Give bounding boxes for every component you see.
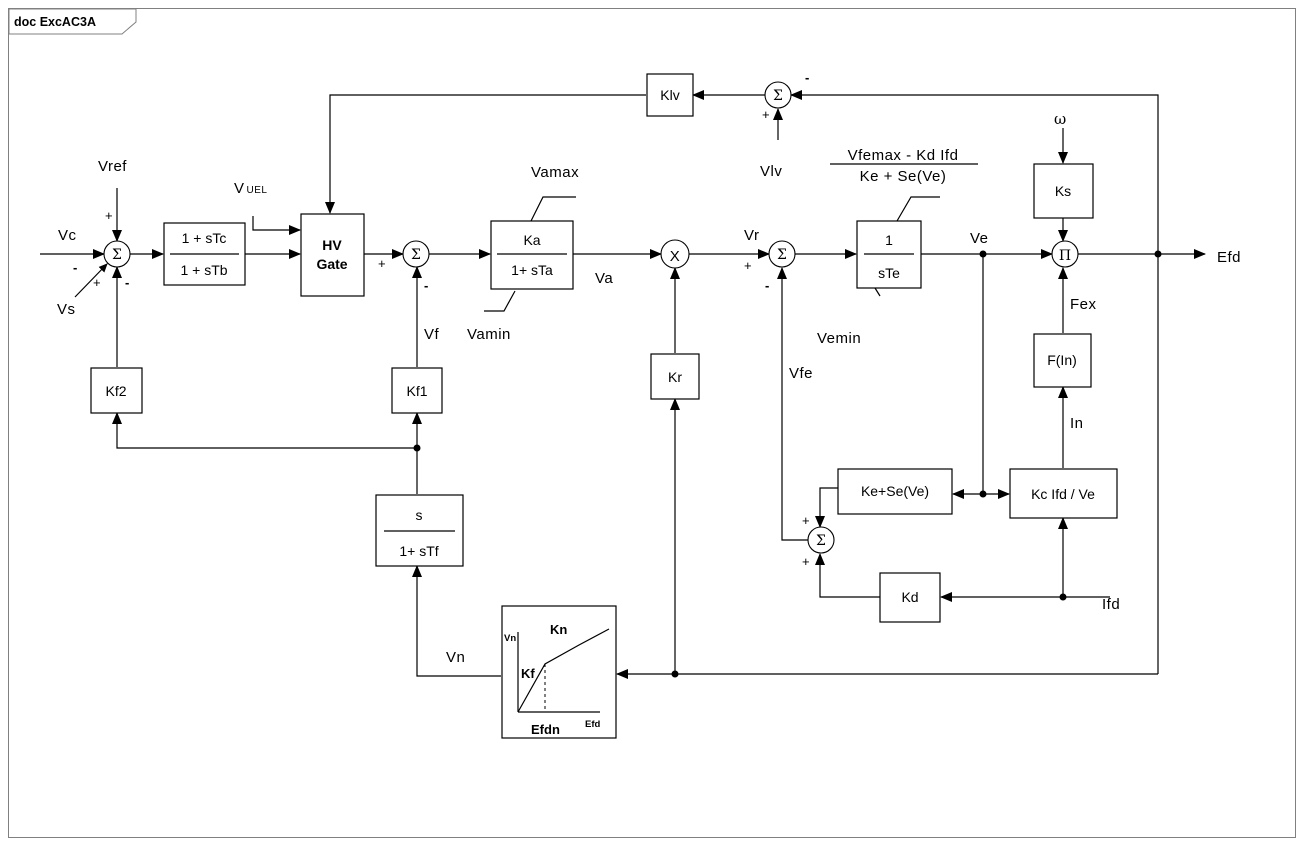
omega-label: ω xyxy=(1054,110,1067,128)
vamax-label: Vamax xyxy=(531,164,579,181)
svg-text:1 + sTb: 1 + sTb xyxy=(180,262,227,278)
svg-text:1: 1 xyxy=(885,232,893,248)
svg-text:HV: HV xyxy=(322,237,342,253)
sum-junction-4: Σ xyxy=(807,526,835,554)
vr-label: Vr xyxy=(744,227,759,244)
svg-text:Σ: Σ xyxy=(816,533,826,549)
signal-wires xyxy=(40,90,1206,679)
va-label: Va xyxy=(595,270,613,287)
fin-block: F(In) xyxy=(1033,333,1092,388)
sum-junction-2: Σ xyxy=(402,240,430,268)
sum-junction-3: Σ xyxy=(768,240,796,268)
nl-kf-label: Kf xyxy=(521,666,535,681)
ifd-label: Ifd xyxy=(1102,596,1120,613)
vemin-label: Vemin xyxy=(817,330,861,347)
svg-text:-: - xyxy=(765,278,769,293)
efd-label: Efd xyxy=(1217,249,1241,266)
vfe-label: Vfe xyxy=(789,365,813,382)
multiplier-junction: X xyxy=(660,239,690,269)
diagram-frame xyxy=(8,8,1296,838)
svg-text:Kr: Kr xyxy=(668,369,682,385)
derivative-block: s 1+ sTf xyxy=(375,494,464,567)
kf2-block: Kf2 xyxy=(90,367,143,414)
svg-text:-: - xyxy=(805,70,809,85)
vfemax-den-label: Ke + Se(Ve) xyxy=(860,168,947,185)
svg-text:Kf1: Kf1 xyxy=(406,383,427,399)
nl-kn-label: Kn xyxy=(550,622,567,637)
svg-text:1+ sTa: 1+ sTa xyxy=(511,262,553,278)
nl-efd-label: Efd xyxy=(585,719,601,730)
svg-text:Σ: Σ xyxy=(411,247,421,263)
svg-text:+: + xyxy=(744,258,752,273)
kc-block: Kc Ifd / Ve xyxy=(1009,468,1118,519)
amplifier-block: Ka 1+ sTa xyxy=(490,220,574,290)
vamin-label: Vamin xyxy=(467,326,511,343)
svg-text:Ke+Se(Ve): Ke+Se(Ve) xyxy=(861,483,929,499)
svg-text:Ka: Ka xyxy=(523,232,540,248)
svg-text:sTe: sTe xyxy=(878,265,900,281)
klv-block: Klv xyxy=(646,73,694,117)
svg-text:+: + xyxy=(378,256,386,271)
kr-block: Kr xyxy=(650,353,700,400)
svg-text:+: + xyxy=(802,554,810,569)
svg-text:Π: Π xyxy=(1059,248,1071,264)
frame-title-tab: doc ExcAC3A xyxy=(8,8,137,35)
kf1-block: Kf1 xyxy=(391,367,443,414)
svg-text:Ks: Ks xyxy=(1055,183,1071,199)
svg-text:Σ: Σ xyxy=(773,88,783,104)
fex-label: Fex xyxy=(1070,296,1097,313)
svg-text:Σ: Σ xyxy=(777,247,787,263)
svg-text:1 + sTc: 1 + sTc xyxy=(182,230,227,246)
svg-text:+: + xyxy=(105,208,113,223)
nl-efdn-label: Efdn xyxy=(531,722,560,737)
ks-block: Ks xyxy=(1033,163,1094,219)
nl-vn-label: Vn xyxy=(504,633,516,644)
in-label: In xyxy=(1070,415,1084,432)
vref-label: Vref xyxy=(98,158,127,175)
lead-lag-block: 1 + sTc 1 + sTb xyxy=(163,222,246,286)
svg-text:X: X xyxy=(670,248,681,265)
exciter-block: 1 sTe xyxy=(856,220,922,289)
kd-block: Kd xyxy=(879,572,941,623)
frame-title: doc ExcAC3A xyxy=(14,15,96,29)
vn-label: Vn xyxy=(446,649,465,666)
svg-text:-: - xyxy=(73,260,77,275)
svg-text:Σ: Σ xyxy=(112,247,122,263)
sum-junction-1: Σ xyxy=(103,240,131,268)
svg-text:-: - xyxy=(424,278,428,293)
svg-text:+: + xyxy=(762,107,770,122)
svg-text:Kc Ifd / Ve: Kc Ifd / Ve xyxy=(1031,486,1095,502)
vlv-label: Vlv xyxy=(760,163,782,180)
sum-junction-5: Σ xyxy=(764,81,792,109)
svg-text:Klv: Klv xyxy=(660,87,679,103)
vs-label: Vs xyxy=(57,301,76,318)
svg-text:1+ sTf: 1+ sTf xyxy=(399,543,438,559)
vf-label: Vf xyxy=(424,326,440,343)
svg-text:-: - xyxy=(125,275,129,290)
svg-text:Kf2: Kf2 xyxy=(105,383,126,399)
kese-block: Ke+Se(Ve) xyxy=(837,468,953,515)
sign-marks: + - + - + - + - - + + + xyxy=(73,70,810,569)
product-junction: Π xyxy=(1051,240,1079,268)
junction-dots xyxy=(413,250,1162,678)
vfemax-num-label: Vfemax - Kd Ifd xyxy=(848,147,959,164)
svg-text:Kd: Kd xyxy=(901,589,918,605)
svg-text:F(In): F(In) xyxy=(1047,352,1077,368)
svg-text:+: + xyxy=(802,513,810,528)
vc-label: Vc xyxy=(58,227,77,244)
hv-gate-block: HV Gate xyxy=(300,213,365,297)
ve-label: Ve xyxy=(970,230,989,247)
svg-text:+: + xyxy=(93,275,101,290)
svg-text:s: s xyxy=(416,507,423,523)
nonlinear-vn-block: Vn Kn Kf Efd Efdn xyxy=(501,605,617,739)
svg-text:Gate: Gate xyxy=(316,256,347,272)
